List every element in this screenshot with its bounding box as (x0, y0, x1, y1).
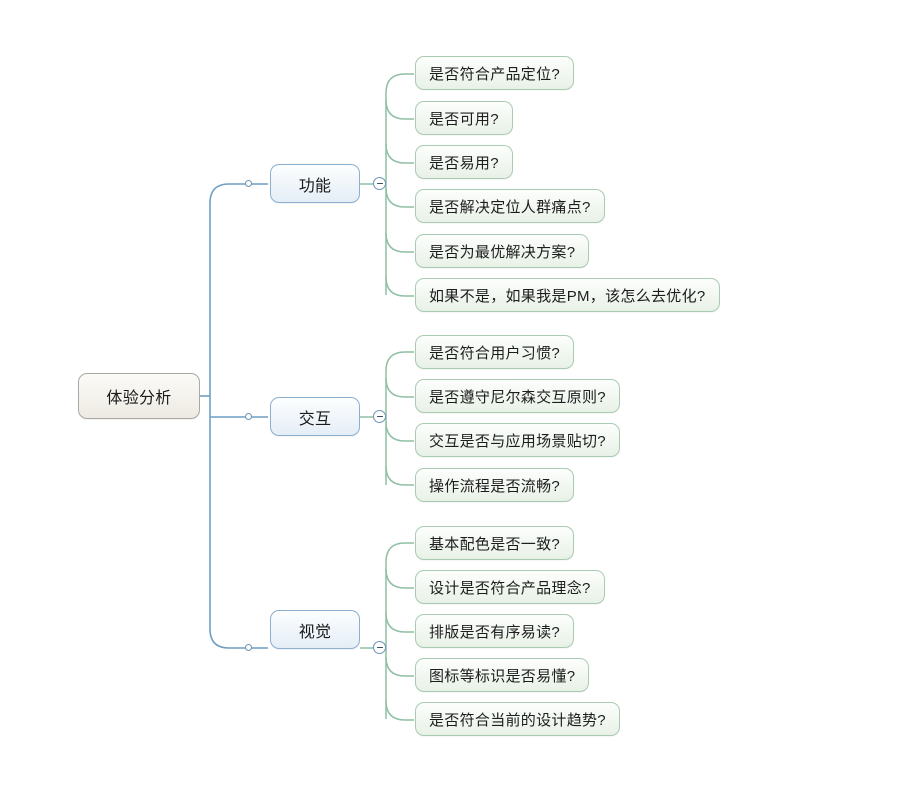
root-node[interactable]: 体验分析 (78, 373, 200, 419)
leaf-node[interactable]: 是否易用? (415, 145, 513, 179)
leaf-node[interactable]: 设计是否符合产品理念? (415, 570, 605, 604)
leaf-node[interactable]: 是否符合用户习惯? (415, 335, 575, 369)
leaf-node-label: 是否遵守尼尔森交互原则? (429, 388, 606, 406)
leaf-node[interactable]: 是否符合当前的设计趋势? (415, 702, 620, 736)
leaf-node-label: 基本配色是否一致? (429, 535, 561, 553)
branch-connector-dot-visual (245, 644, 252, 651)
branch-node-interaction-label: 交互 (298, 410, 332, 428)
branch-node-visual-label: 视觉 (298, 623, 332, 641)
leaf-node[interactable]: 是否符合产品定位? (415, 56, 575, 90)
minus-icon (376, 415, 383, 418)
leaf-node[interactable]: 是否为最优解决方案? (415, 234, 590, 268)
leaf-node-label: 是否易用? (429, 154, 499, 172)
root-node-label: 体验分析 (106, 390, 172, 407)
branch-node-function-label: 功能 (298, 177, 332, 195)
branch-node-interaction[interactable]: 交互 (270, 397, 360, 436)
leaf-node-label: 排版是否有序易读? (429, 623, 561, 641)
leaf-node-label: 图标等标识是否易懂? (429, 667, 576, 685)
leaf-node[interactable]: 基本配色是否一致? (415, 526, 575, 560)
leaf-node[interactable]: 如果不是，如果我是PM，该怎么去优化? (415, 278, 720, 312)
leaf-node-label: 交互是否与应用场景贴切? (429, 432, 606, 450)
leaf-node[interactable]: 是否遵守尼尔森交互原则? (415, 379, 620, 413)
branch-connector-dot-interaction (245, 413, 252, 420)
branch-node-visual[interactable]: 视觉 (270, 610, 360, 649)
leaf-node-label: 操作流程是否流畅? (429, 477, 561, 495)
leaf-node[interactable]: 操作流程是否流畅? (415, 468, 575, 502)
minus-icon (376, 182, 383, 185)
leaf-node-label: 是否符合当前的设计趋势? (429, 711, 606, 729)
leaf-node-label: 是否符合产品定位? (429, 65, 561, 83)
collapse-toggle-function[interactable] (373, 177, 386, 190)
leaf-node-label: 是否解决定位人群痛点? (429, 198, 591, 216)
collapse-toggle-interaction[interactable] (373, 410, 386, 423)
branch-node-function[interactable]: 功能 (270, 164, 360, 203)
leaf-node-label: 是否为最优解决方案? (429, 243, 576, 261)
collapse-toggle-visual[interactable] (373, 641, 386, 654)
branch-connector-dot-function (245, 180, 252, 187)
minus-icon (376, 646, 383, 649)
leaf-node-label: 如果不是，如果我是PM，该怎么去优化? (429, 287, 706, 305)
leaf-node[interactable]: 是否解决定位人群痛点? (415, 189, 605, 223)
leaf-node[interactable]: 图标等标识是否易懂? (415, 658, 590, 692)
leaf-node[interactable]: 是否可用? (415, 101, 513, 135)
leaf-node-label: 设计是否符合产品理念? (429, 579, 591, 597)
leaf-node-label: 是否符合用户习惯? (429, 344, 561, 362)
leaf-node-label: 是否可用? (429, 110, 499, 128)
leaf-node[interactable]: 排版是否有序易读? (415, 614, 575, 648)
leaf-node[interactable]: 交互是否与应用场景贴切? (415, 423, 620, 457)
